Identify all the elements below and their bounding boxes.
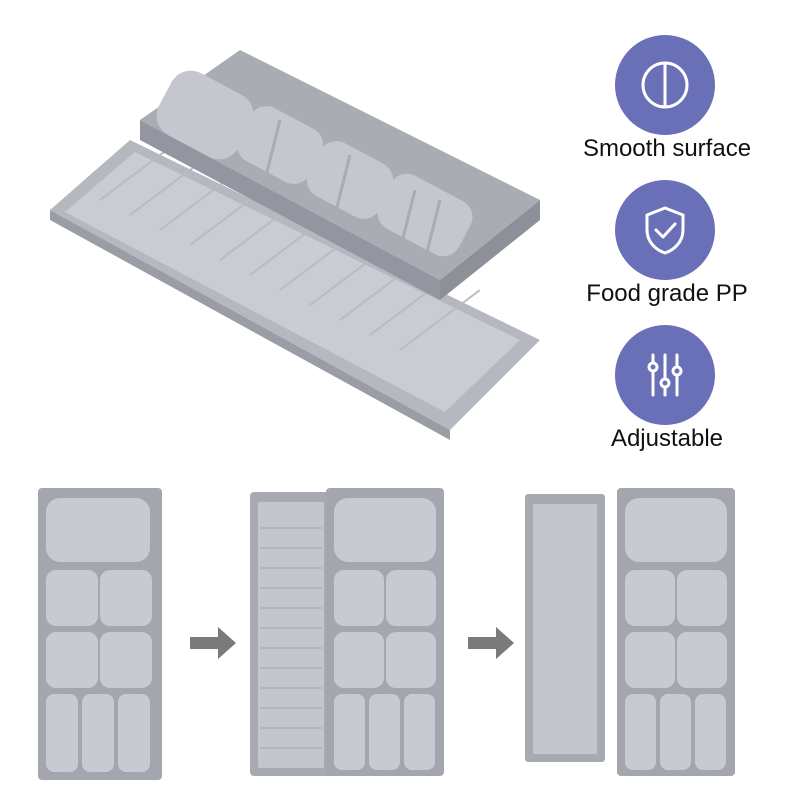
feature-label-smooth: Smooth surface bbox=[582, 135, 752, 162]
feature-icon-smooth bbox=[615, 35, 715, 135]
tray-separated-view bbox=[525, 488, 735, 776]
shield-check-icon bbox=[645, 206, 685, 255]
half-circle-icon bbox=[641, 61, 689, 109]
product-tray-photo bbox=[50, 50, 540, 440]
feature-icon-food-grade bbox=[615, 180, 715, 280]
tray-closed-view bbox=[38, 488, 162, 780]
feature-label-adjustable: Adjustable bbox=[610, 425, 724, 452]
tray-half-open-view bbox=[250, 488, 444, 776]
arrow-right-icon bbox=[468, 627, 514, 659]
feature-label-food-grade: Food grade PP bbox=[586, 280, 748, 307]
sliders-icon bbox=[647, 353, 683, 397]
arrow-right-icon bbox=[190, 627, 236, 659]
feature-icon-adjustable bbox=[615, 325, 715, 425]
